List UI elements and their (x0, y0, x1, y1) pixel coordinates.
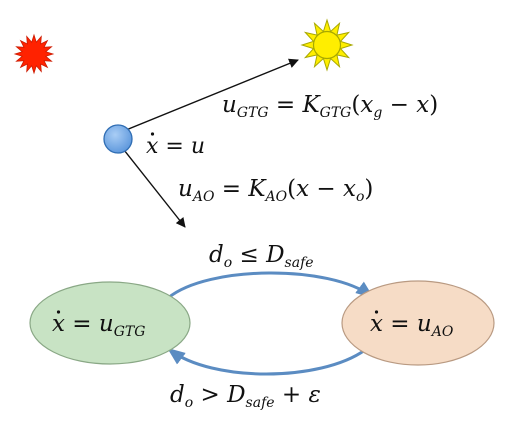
goal-direction-arrow (125, 58, 299, 131)
u-gtg-equation: uGTG = KGTG(xg − x) (222, 92, 438, 121)
svg-text:x = uGTG: x = uGTG (52, 311, 145, 340)
sun-icon (300, 18, 354, 72)
svg-text:x = uAO: x = uAO (370, 311, 454, 340)
state-avoid-obstacle: x = uAO (341, 280, 495, 366)
red-star-burst-icon (13, 33, 55, 75)
avoid-direction-arrow (123, 149, 186, 228)
bottom-transition-condition: do > Dsafe + ε (170, 382, 321, 411)
ao-to-gtg-transition-arrow (167, 347, 366, 376)
top-transition-condition: do ≤ Dsafe (209, 242, 314, 271)
dynamics-dot (150, 132, 155, 136)
dynamics-equation: x = u (146, 134, 205, 159)
blue-circle-icon (103, 124, 133, 154)
gtg-to-ao-transition-arrow (167, 271, 374, 300)
state-go-to-goal: x = uGTG (29, 281, 191, 365)
u-ao-equation: uAO = KAO(x − xo) (178, 176, 373, 205)
